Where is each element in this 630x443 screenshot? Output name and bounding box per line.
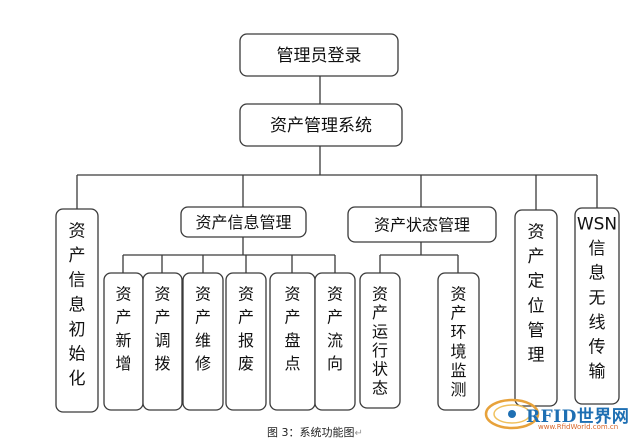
node-label-status: 资产状态管理 bbox=[374, 215, 470, 234]
node-box-flow bbox=[314, 272, 356, 411]
node-flow: 资产流向 bbox=[314, 272, 356, 411]
node-box-location bbox=[514, 209, 558, 407]
node-label-init: 资产信息初始化 bbox=[69, 221, 86, 389]
figure-caption: 图 3：系统功能图↵ bbox=[0, 424, 630, 440]
node-transfer: 资产调拨 bbox=[142, 272, 183, 411]
node-login: 管理员登录 bbox=[239, 33, 399, 77]
node-box-running bbox=[359, 272, 401, 409]
node-label-running: 资产运行状态 bbox=[372, 284, 388, 397]
node-box-login bbox=[239, 33, 399, 77]
node-info: 资产信息管理 bbox=[180, 206, 307, 238]
node-label-login: 管理员登录 bbox=[277, 46, 362, 66]
node-box-wsn bbox=[574, 207, 620, 405]
node-running: 资产运行状态 bbox=[359, 272, 401, 409]
node-repair: 资产维修 bbox=[182, 272, 224, 411]
node-label-repair: 资产维修 bbox=[195, 284, 211, 373]
node-box-init bbox=[55, 208, 99, 413]
node-label-info: 资产信息管理 bbox=[195, 213, 291, 232]
watermark-url: www.RfidWorld.com.cn bbox=[538, 423, 619, 431]
node-label-inventory: 资产盘点 bbox=[284, 284, 300, 373]
node-label-location: 资产定位管理 bbox=[528, 222, 545, 365]
node-inventory: 资产盘点 bbox=[269, 272, 316, 411]
node-label-new: 资产新增 bbox=[115, 284, 131, 373]
watermark-logo-icon bbox=[484, 398, 540, 430]
node-box-environment bbox=[437, 272, 480, 411]
node-label-system: 资产管理系统 bbox=[270, 116, 372, 136]
node-scrap: 资产报废 bbox=[225, 272, 267, 411]
node-box-system bbox=[239, 103, 403, 147]
node-box-info bbox=[180, 206, 307, 238]
rfid-world-watermark: RFID世界网 www.RfidWorld.com.cn bbox=[482, 388, 629, 436]
node-system: 资产管理系统 bbox=[239, 103, 403, 147]
node-label-transfer: 资产调拨 bbox=[154, 284, 170, 373]
node-label-scrap: 资产报废 bbox=[238, 284, 254, 373]
watermark-text: RFID世界网 bbox=[526, 407, 630, 427]
node-environment: 资产环境监测 bbox=[437, 272, 480, 411]
node-box-transfer bbox=[142, 272, 183, 411]
node-label-flow: 资产流向 bbox=[327, 284, 343, 373]
caption-text: 图 3：系统功能图 bbox=[267, 426, 355, 439]
node-box-scrap bbox=[225, 272, 267, 411]
connector-lines bbox=[76, 76, 598, 273]
node-label-environment: 资产环境监测 bbox=[450, 284, 466, 399]
node-location: 资产定位管理 bbox=[514, 209, 558, 407]
caption-return-mark: ↵ bbox=[354, 428, 363, 439]
node-new: 资产新增 bbox=[103, 272, 144, 411]
node-box-status bbox=[347, 206, 497, 243]
node-init: 资产信息初始化 bbox=[55, 208, 99, 413]
node-status: 资产状态管理 bbox=[347, 206, 497, 243]
node-box-repair bbox=[182, 272, 224, 411]
